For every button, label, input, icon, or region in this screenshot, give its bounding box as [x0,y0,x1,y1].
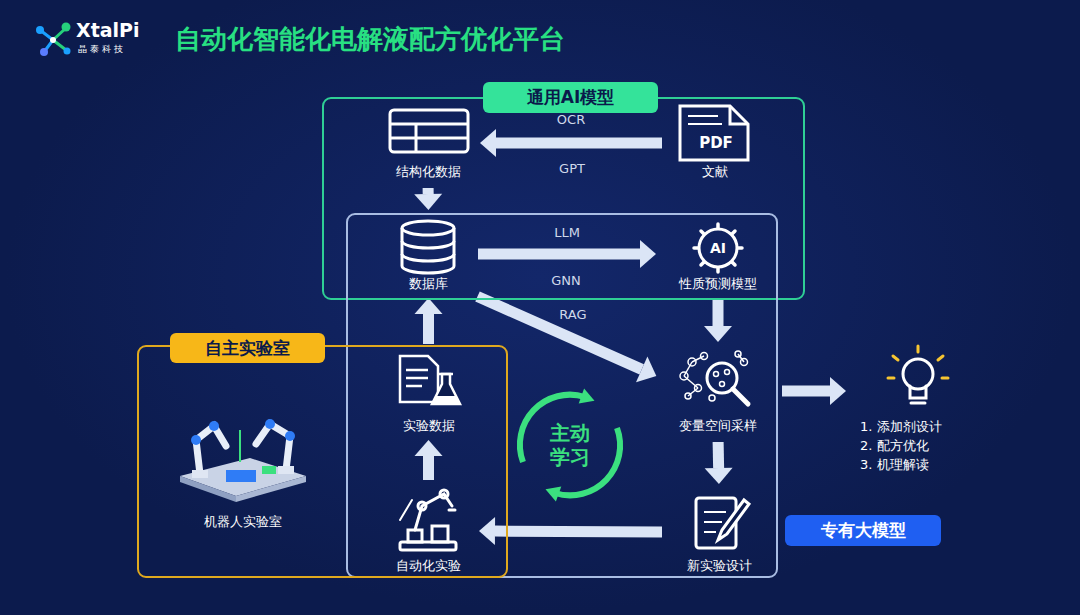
lab-frame: 自主实验室机器人实验室 [137,345,508,578]
icon-text: AI [710,240,726,256]
diagram-title: 自动化智能化电解液配方优化平台 [175,22,565,57]
flow-arrow [414,188,442,210]
cycle-node: 主动学习 [515,395,625,495]
arrow-shaft [478,249,640,260]
edge-note: GNN [551,273,581,288]
arrow-shaft [423,456,434,480]
arrow-head [415,298,443,314]
arrow-shaft [713,442,725,468]
edge-note: GPT [559,161,585,176]
arrow-head [479,517,495,545]
node-label: 实验数据 [403,418,455,434]
robot-lab-illustration [180,419,306,502]
arrow-head [636,357,656,383]
flow-arrow [415,440,443,480]
arrow-shaft [782,386,830,397]
edge-label: RAG [559,307,586,322]
node-label: 数据库 [409,276,448,292]
flow-arrow [704,300,732,342]
arrow-shaft [713,300,724,326]
process-node: 变量空间采样 [660,346,776,436]
node-label: 变量空间采样 [679,418,757,434]
frame-tab: 通用AI模型 [483,82,658,113]
cycle-arrows [520,389,620,502]
flow-arrow [705,442,733,484]
database-icon [402,221,454,273]
design-notepad-icon [696,498,749,548]
logo-text: XtalPi [76,19,140,41]
node-label: 性质预测模型 [679,276,757,292]
output-item: 3. 机理解读 [860,455,966,474]
arrow-shaft [495,526,662,538]
output-item: 1. 添加剂设计 [860,417,966,436]
lab-node: 机器人实验室 [168,412,318,532]
sampling-icon [680,351,748,404]
frame-tab: 专有大模型 [785,515,941,546]
model-frame: 专有大模型数据库性质预测模型实验数据主动学习变量空间采样自动化实验新实验设计 [346,213,778,578]
node-label: 自动化实验 [396,558,461,574]
flow-arrow [782,377,846,405]
arrow-shaft [477,296,641,369]
arrow-shaft [496,138,662,149]
arrow-head [830,377,846,405]
arrow-head [414,194,442,210]
arrow-head [640,240,656,268]
logo-mark [36,23,71,57]
edge-label: OCR [557,112,585,127]
arrow-head [480,129,496,157]
arrow-shaft [423,188,434,194]
node-label: 结构化数据 [396,164,461,180]
table-icon [390,110,468,152]
flow-arrow [415,298,443,344]
lightbulb-icon [888,346,948,403]
process-node: 新实验设计 [668,488,770,576]
flow-arrow [477,296,656,382]
node-label: 机器人实验室 [204,514,282,530]
node-label: 文献 [702,164,728,180]
logo-subtext: 晶泰科技 [78,43,126,56]
flow-arrow [480,129,662,157]
pdf-document-icon [680,106,748,160]
flow-arrow [478,240,656,268]
arrow-shaft [423,314,434,344]
icon-text: PDF [699,134,733,152]
data-node: 结构化数据 [380,104,476,182]
arrow-head [704,326,732,342]
output-item: 2. 配方优化 [860,436,966,455]
arrow-head [705,468,733,484]
output-node: 1. 添加剂设计2. 配方优化3. 机理解读 [850,345,966,475]
data-node: 实验数据 [385,350,472,436]
arrow-head [415,440,443,456]
experiment-data-icon [400,356,460,404]
edge-label: LLM [554,225,580,240]
cycle-label: 主动学习 [549,421,591,469]
process-node: 自动化实验 [382,486,475,576]
node-label: 新实验设计 [687,558,752,574]
frame-tab: 自主实验室 [170,333,325,363]
ai-model-icon [694,224,742,272]
data-node: 数据库 [385,214,472,294]
model-frame: 通用AI模型结构化数据文献 [322,97,805,300]
robot-arm-icon [400,490,456,550]
